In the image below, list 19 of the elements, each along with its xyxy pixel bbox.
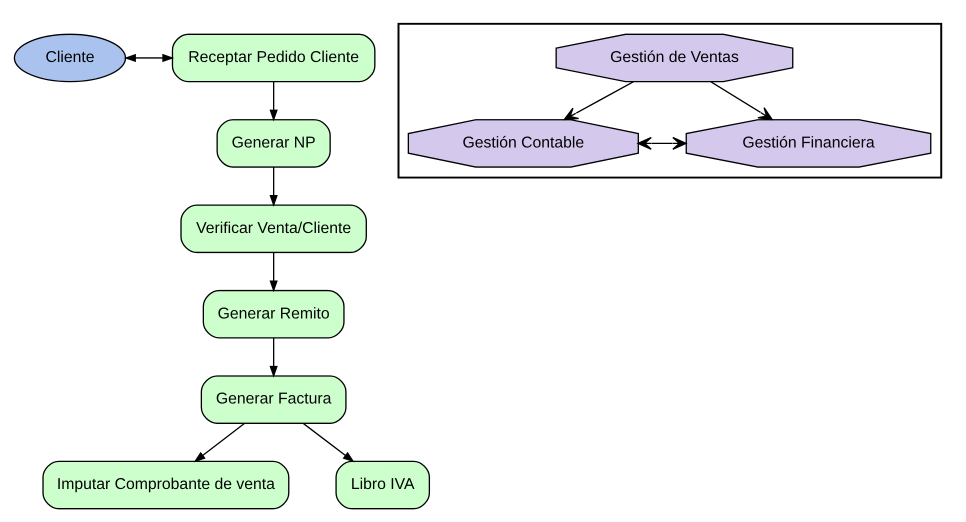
arrow: [637, 136, 687, 150]
node-box: Imputar Comprobante de venta: [42, 460, 290, 510]
node-box: Receptar Pedido Cliente: [172, 34, 376, 82]
node-box: Generar NP: [216, 119, 331, 168]
arrow: [270, 252, 278, 292]
arrow: [564, 81, 634, 120]
node-box: Verificar Venta/Cliente: [180, 204, 367, 254]
arrow: [270, 338, 278, 378]
cluster: [398, 22, 942, 179]
node-box: Generar Remito: [202, 290, 345, 339]
arrow: [270, 167, 278, 207]
arrow: [194, 423, 245, 462]
arrow: [124, 54, 174, 62]
node-box: Generar Factura: [200, 375, 347, 424]
node-box: Libro IVA: [335, 460, 430, 510]
arrow: [270, 82, 278, 122]
node-ellipse: Cliente: [14, 34, 126, 82]
arrow: [710, 81, 773, 120]
arrow: [303, 423, 355, 462]
